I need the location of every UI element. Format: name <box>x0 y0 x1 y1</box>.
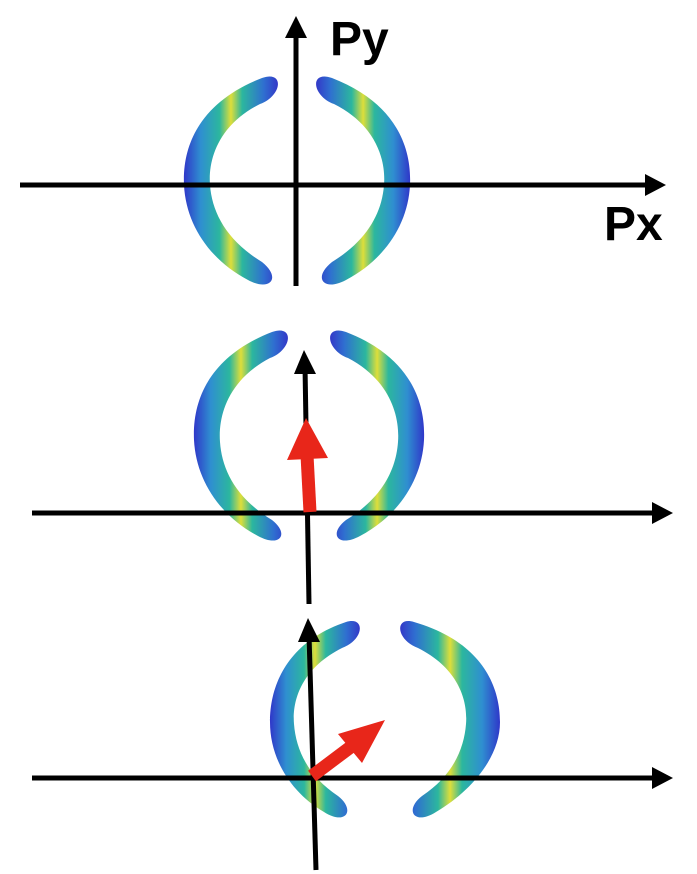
py-axis-arrowhead <box>298 618 320 642</box>
momentum-arrow <box>312 720 385 776</box>
right-lobe <box>330 330 424 540</box>
left-lobe <box>194 330 288 540</box>
left-lobe <box>184 76 278 284</box>
py-label: Py <box>330 13 389 66</box>
py-axis-arrowhead <box>285 16 307 38</box>
px-axis-arrowhead <box>645 174 666 196</box>
right-lobe <box>400 621 500 817</box>
panel-bottom <box>32 618 673 870</box>
py-axis-arrowhead <box>294 350 316 374</box>
py-axis <box>309 635 316 870</box>
panel-middle <box>32 330 673 604</box>
px-label: Px <box>604 198 663 251</box>
right-lobe <box>316 76 410 284</box>
px-axis-arrowhead <box>652 767 673 789</box>
panel-top: Py Px <box>20 13 666 286</box>
momentum-arrow <box>287 418 328 512</box>
px-axis-arrowhead <box>652 502 673 524</box>
